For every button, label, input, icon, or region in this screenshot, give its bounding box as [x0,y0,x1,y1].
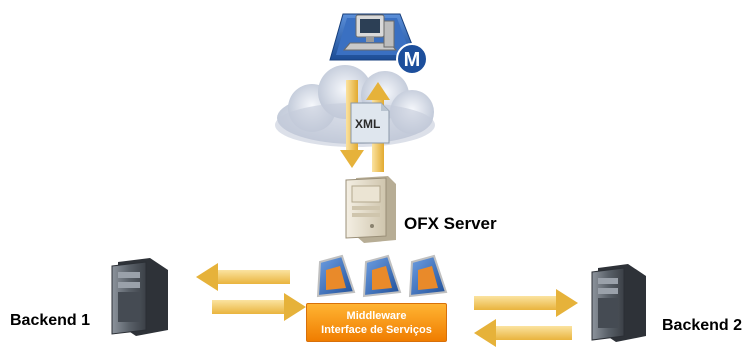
xml-document-icon [350,102,390,144]
backend-2-label: Backend 2 [662,317,743,334]
middleware-subtitle: Interface de Serviços [321,324,432,336]
backend1-to-middleware-arrow [212,293,306,321]
client-badge-letter: M [404,49,421,71]
middleware-title: Middleware [346,310,407,322]
middleware-component-icon [408,254,448,298]
middleware-component-icon [316,254,356,298]
middleware-box: Middleware Interface de Serviços [306,303,447,342]
xml-document-label: XML [355,117,381,131]
middleware-component-icon [362,254,402,298]
middleware-to-backend1-arrow [196,263,290,291]
ofx-server-label: OFX Server [404,214,497,233]
ofx-server-tower-icon [345,176,396,243]
backend-server-icon [591,264,646,342]
client-workstation-icon [329,13,419,61]
backend-1-label: Backend 1 [10,312,91,329]
middleware-to-backend2-arrow [474,289,578,317]
backend-server-icon [111,258,168,336]
backend2-to-middleware-arrow [474,319,572,347]
client-badge-icon: M [396,43,428,75]
